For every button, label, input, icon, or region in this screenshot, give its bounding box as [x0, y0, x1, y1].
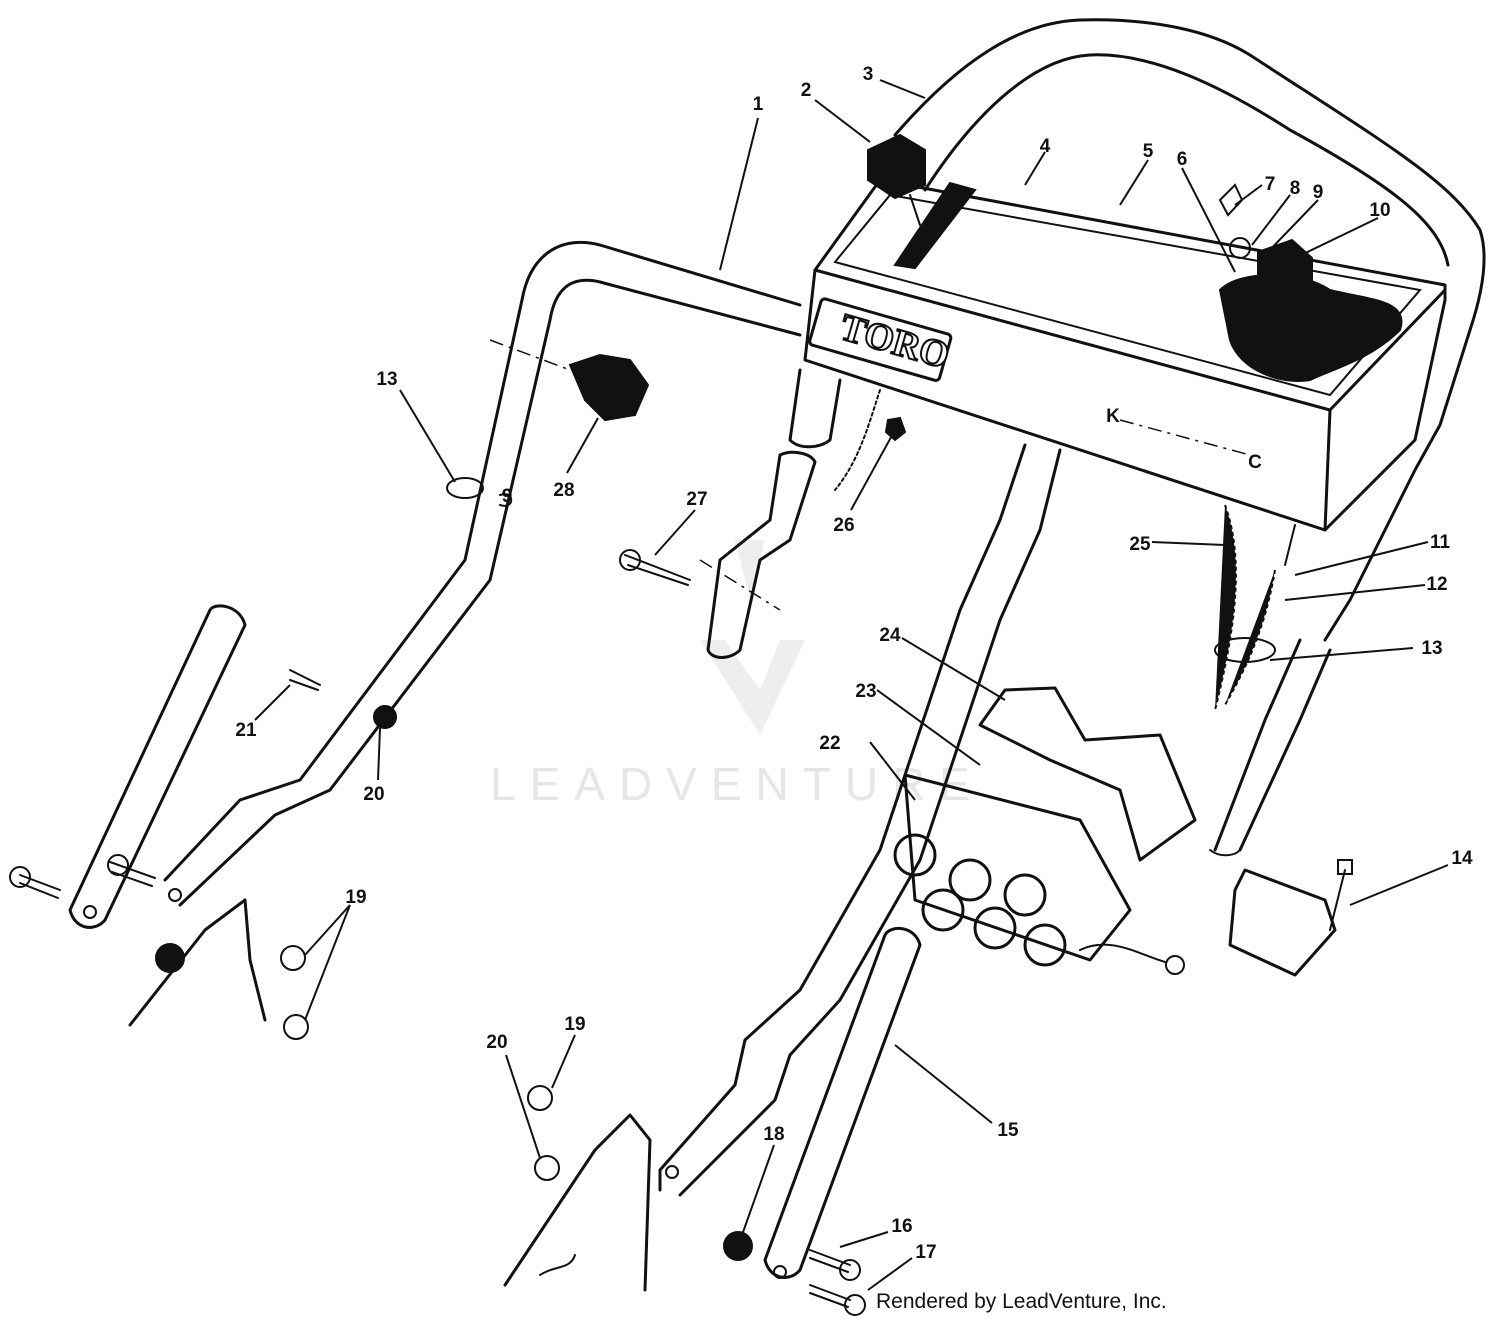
- watermark-text: LEADVENTURE: [490, 758, 984, 810]
- upper-handle-loop: [893, 18, 1486, 642]
- part-label-27: 27: [686, 489, 707, 510]
- washer: [1229, 237, 1251, 259]
- part-label-24: 24: [879, 625, 901, 646]
- part-label-19-bottom: 19: [564, 1014, 585, 1035]
- control-knobs: [867, 133, 1403, 382]
- part-label-11: 11: [1430, 532, 1451, 553]
- leader-lines: [254, 79, 1449, 1291]
- marker-g: 9: [502, 486, 513, 507]
- part-label-5: 5: [1143, 141, 1154, 162]
- cables: [834, 389, 1296, 711]
- part-label-9: 9: [1313, 182, 1324, 203]
- lower-handle-left: [163, 240, 802, 907]
- nuts: [155, 705, 753, 1261]
- part-label-7: 7: [1265, 174, 1276, 195]
- handle-knob: [489, 339, 650, 422]
- part-label-13-right: 13: [1421, 638, 1442, 659]
- part-label-28: 28: [553, 480, 574, 501]
- hairpin-clips: [446, 477, 1276, 663]
- part-label-12: 12: [1426, 574, 1447, 595]
- part-label-3: 3: [863, 64, 874, 85]
- render-credit: Rendered by LeadVenture, Inc.: [876, 1290, 1167, 1313]
- marker-k: K: [1106, 406, 1120, 427]
- part-label-10: 10: [1369, 200, 1390, 221]
- part-label-8: 8: [1290, 178, 1301, 199]
- switch-assembly: [893, 686, 1197, 975]
- part-label-23: 23: [855, 681, 876, 702]
- key-clip: [1218, 183, 1244, 217]
- watermark: LEADVENTURE: [490, 540, 984, 810]
- lower-handle-right: [658, 443, 1062, 1197]
- right-support-tube: [1209, 638, 1332, 857]
- marker-c: C: [1248, 452, 1262, 473]
- part-label-15: 15: [997, 1120, 1019, 1141]
- part-label-17: 17: [915, 1242, 936, 1263]
- part-label-26: 26: [833, 515, 854, 536]
- part-label-25: 25: [1129, 534, 1151, 555]
- bolts: [9, 416, 907, 1316]
- part-label-1: 1: [753, 94, 764, 115]
- part-label-4: 4: [1040, 136, 1051, 157]
- height-links: [68, 604, 922, 1279]
- bolt-hole: [168, 888, 182, 902]
- part-label-18: 18: [763, 1124, 784, 1145]
- bolt-hole-right: [665, 1165, 679, 1179]
- part-label-19-left: 19: [345, 887, 366, 908]
- brand-logo: TORO: [836, 306, 954, 377]
- part-label-16: 16: [891, 1216, 912, 1237]
- brand-plate: [808, 297, 953, 382]
- part-label-21: 21: [235, 720, 257, 741]
- part-label-22: 22: [819, 733, 840, 754]
- part-label-6: 6: [1177, 149, 1188, 170]
- part-label-2: 2: [801, 80, 812, 101]
- part-label-20-left: 20: [363, 784, 384, 805]
- part-label-14: 14: [1451, 848, 1473, 869]
- part-label-13-left: 13: [376, 369, 397, 390]
- part-labels: 1 2 3 4 5 6 7 8 9 10 11 12 13 13 14 15 1…: [235, 64, 1473, 1263]
- part-label-20-bottom: 20: [486, 1032, 507, 1053]
- switch-cover: [1228, 859, 1353, 977]
- center-tube-sections: [699, 368, 842, 659]
- deck-brackets: [128, 898, 652, 1292]
